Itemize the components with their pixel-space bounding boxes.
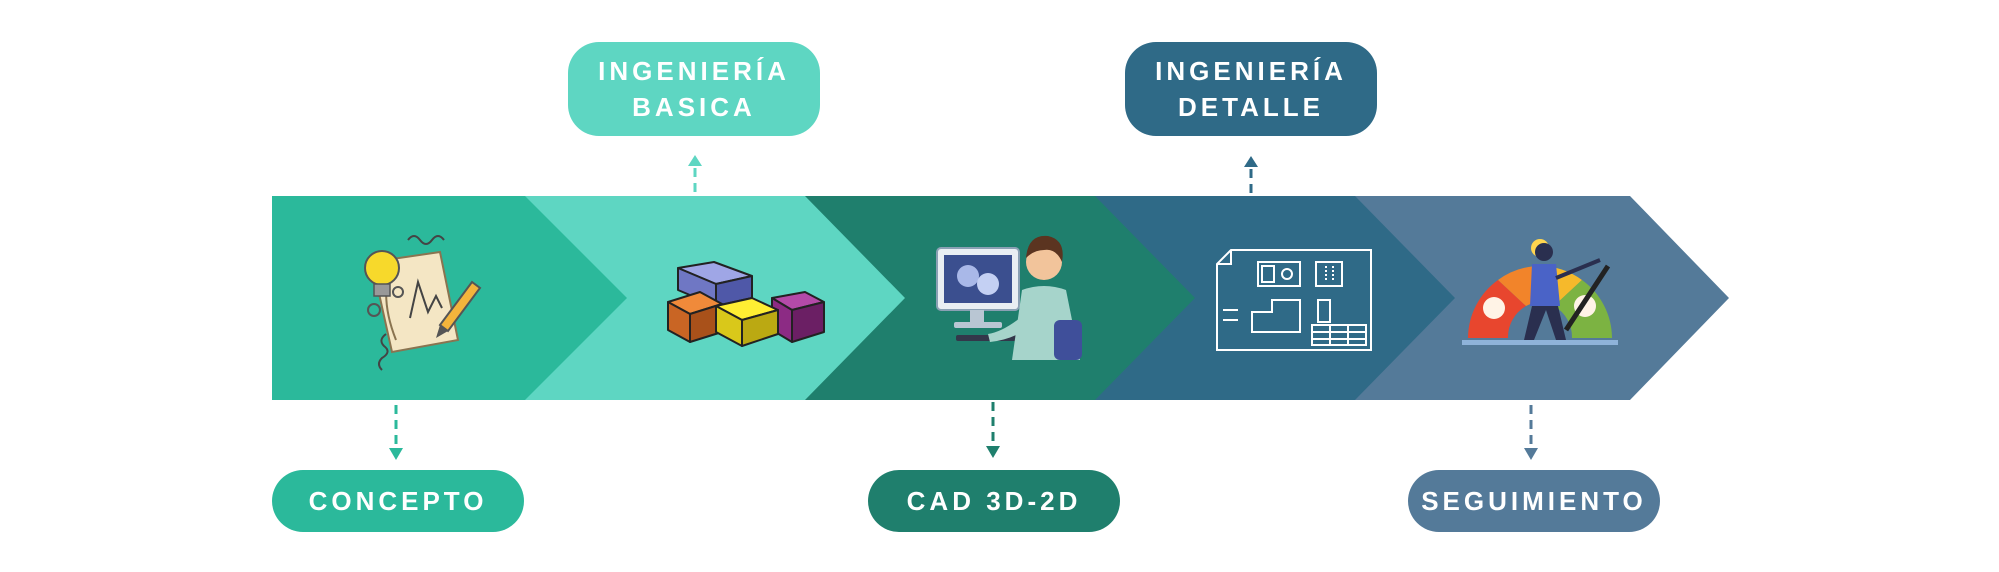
connector-cad — [986, 402, 1000, 458]
connector-seguimiento — [1524, 405, 1538, 460]
label-ingenieria-basica-line-2: BASICA — [632, 92, 756, 122]
label-ingenieria-detalle-line-2: DETALLE — [1178, 92, 1324, 122]
label-cad: CAD 3D-2D — [868, 470, 1120, 532]
connector-ingenieria-detalle — [1244, 156, 1258, 193]
cad-designer-icon — [936, 235, 1082, 360]
label-ingenieria-detalle: INGENIERÍA DETALLE — [1125, 42, 1377, 136]
label-ingenieria-detalle-line-1: INGENIERÍA — [1155, 56, 1347, 86]
label-seguimiento-line-1: SEGUIMIENTO — [1421, 486, 1647, 516]
label-concepto: CONCEPTO — [272, 470, 524, 532]
cubes-icon — [667, 261, 825, 347]
label-cad-line-1: CAD 3D-2D — [906, 486, 1082, 516]
label-ingenieria-basica-line-1: INGENIERÍA — [598, 56, 790, 86]
satisfaction-gauge-icon — [1462, 239, 1618, 345]
label-concepto-line-1: CONCEPTO — [308, 486, 488, 516]
connector-ingenieria-basica — [688, 155, 702, 192]
label-ingenieria-basica: INGENIERÍA BASICA — [568, 42, 820, 136]
lightbulb-sketch-icon — [364, 235, 482, 371]
connector-concepto — [389, 405, 403, 460]
blueprint-icon — [1216, 249, 1372, 351]
label-seguimiento: SEGUIMIENTO — [1408, 470, 1660, 532]
